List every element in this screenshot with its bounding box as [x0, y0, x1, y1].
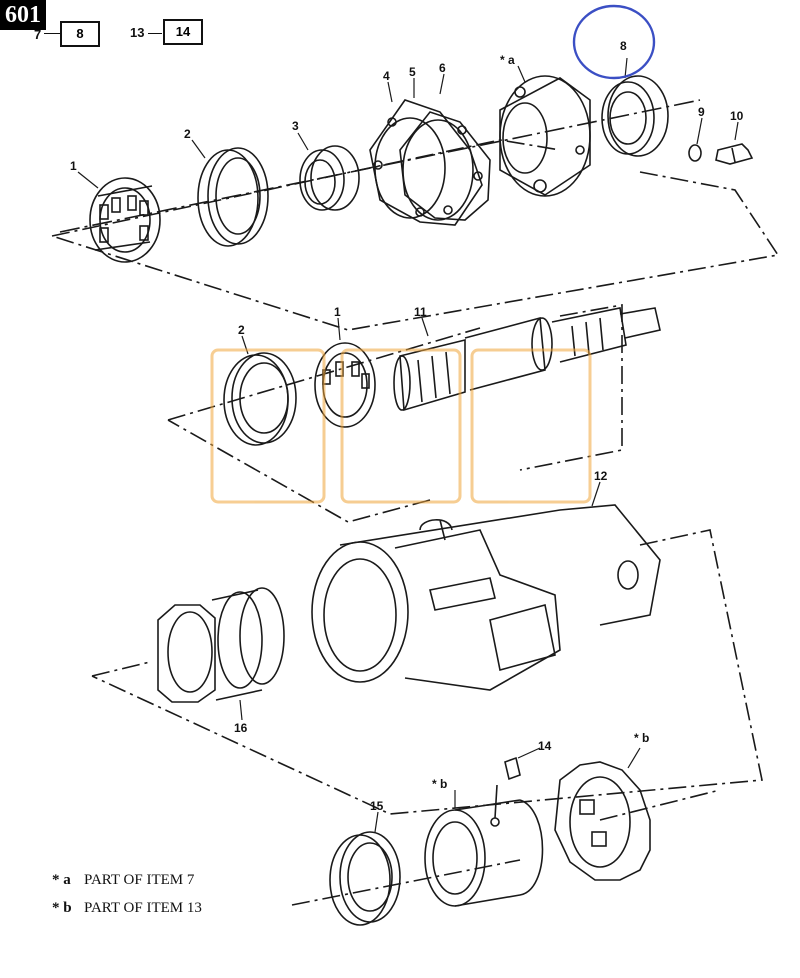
part-b-gear [554, 761, 651, 881]
part-a-housing [499, 75, 591, 197]
part-b-collar [424, 799, 544, 907]
ref-from-7: 7 [34, 27, 42, 42]
callout-1: 1 [70, 159, 77, 173]
legend-a-text: PART OF ITEM 7 [84, 872, 195, 888]
callout-14: 14 [538, 739, 552, 753]
part-16-coupling [157, 587, 285, 703]
part-11-shaft [393, 307, 661, 412]
callout-2b: 2 [238, 323, 245, 337]
callout-a: * a [500, 53, 515, 67]
plane-row4 [291, 789, 721, 906]
part-12-housing [311, 504, 661, 691]
ref-box-14: 14 [163, 19, 203, 45]
callout-2: 2 [184, 127, 191, 141]
legend-b-mark: * b [52, 900, 72, 916]
part-1-bearing-cage [89, 177, 161, 263]
part-9-washer [688, 144, 702, 162]
ref-arrow-13 [148, 33, 162, 34]
callout-15: 15 [370, 799, 384, 813]
callout-3: 3 [292, 119, 299, 133]
axis-row1 [59, 99, 701, 233]
plane-row3 [91, 529, 763, 815]
callout-6: 6 [439, 61, 446, 75]
callout-16: 16 [234, 721, 248, 735]
legend-b-text: PART OF ITEM 13 [84, 900, 202, 916]
part-8-seal [601, 75, 669, 157]
page-number-badge: 601 [0, 0, 46, 30]
callout-4: 4 [383, 69, 390, 83]
callout-11: 11 [414, 305, 427, 319]
callout-8: 8 [620, 39, 627, 53]
callout-5: 5 [409, 65, 416, 79]
part-4-5-6-gaskets [369, 99, 491, 226]
legend-b: * b PART OF ITEM 13 [52, 900, 202, 917]
callout-1b: 1 [334, 305, 341, 319]
highlight-circle [572, 4, 656, 80]
ref-box-8: 8 [60, 21, 100, 47]
legend-a-mark: * a [52, 872, 71, 888]
callout-10: 10 [730, 109, 744, 123]
part-14-setscrew [494, 756, 521, 819]
legend-a: * a PART OF ITEM 7 [52, 872, 194, 889]
plane-row2 [167, 304, 623, 523]
part-2-race [197, 147, 269, 247]
callout-b-gear: * b [634, 731, 649, 745]
callout-9: 9 [698, 105, 705, 119]
ref-arrow-7 [44, 33, 60, 34]
watermark [210, 348, 592, 504]
part-2b-race [223, 352, 297, 446]
part-10-bolt [715, 143, 754, 165]
part-3-cone [299, 145, 360, 211]
callout-12: 12 [594, 469, 608, 483]
plane-row1 [51, 139, 780, 331]
part-15-ring [329, 831, 401, 926]
callout-b-collar: * b [432, 777, 447, 791]
ref-from-13: 13 [130, 25, 145, 40]
